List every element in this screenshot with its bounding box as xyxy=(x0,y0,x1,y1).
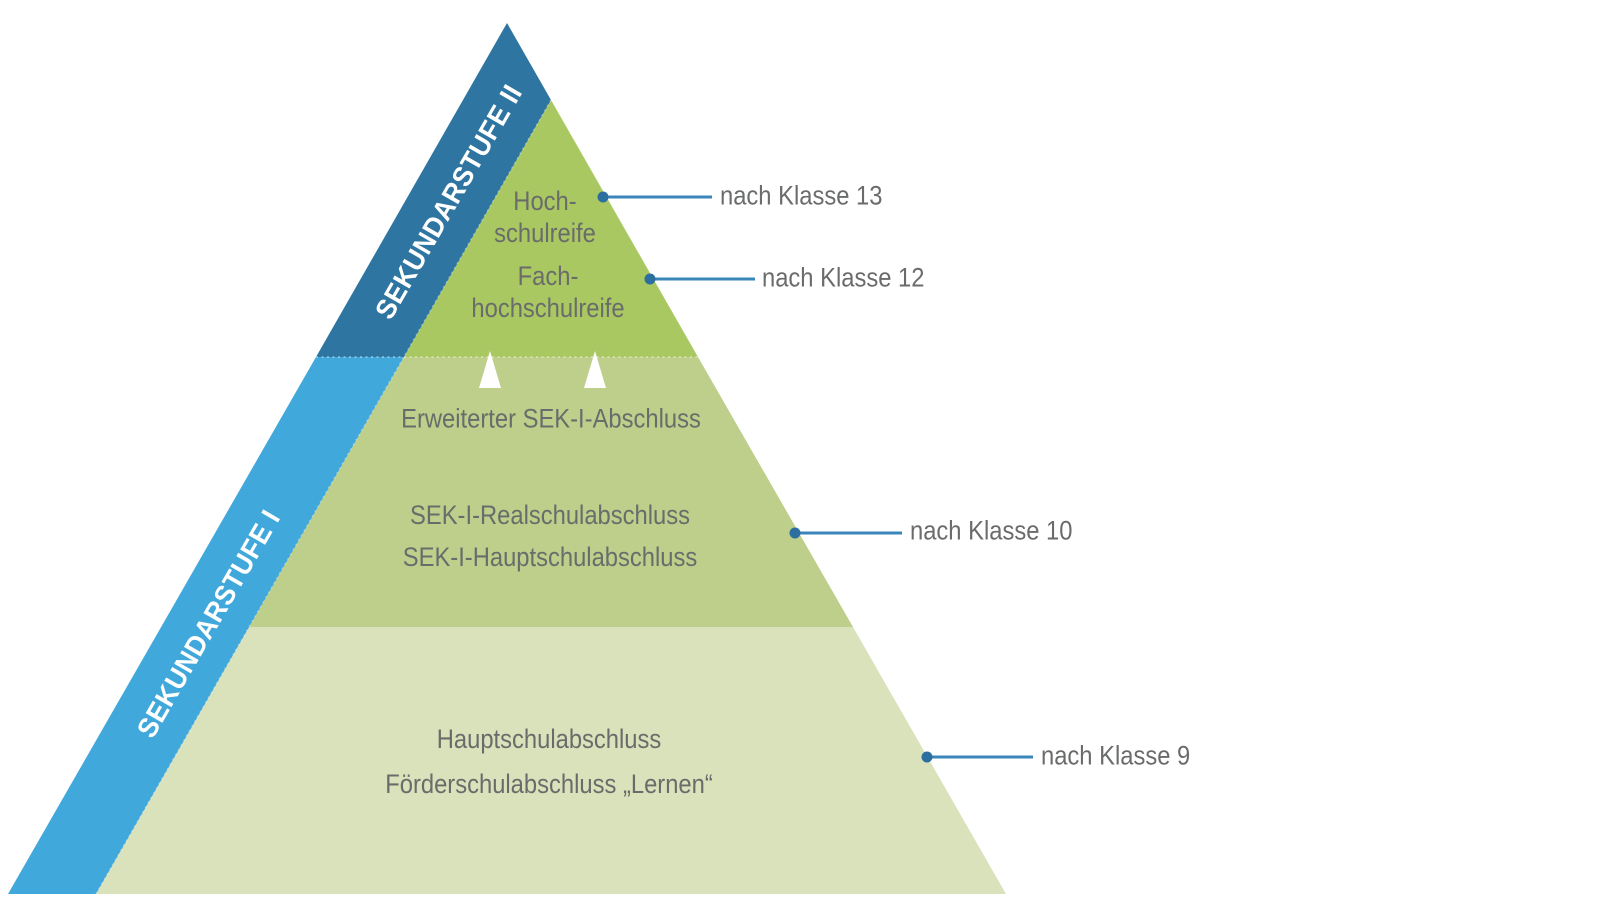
annotation-nach-klasse-12: nach Klasse 12 xyxy=(762,262,925,293)
qualification-fachhochschulreife: Fach- hochschulreife xyxy=(471,260,624,324)
qualification-line: Hauptschulabschluss xyxy=(436,724,662,754)
up-arrow-icon xyxy=(479,351,501,388)
qualification-line: SEK-I-Realschulabschluss xyxy=(410,500,690,530)
qualification-sek1-abschluesse: SEK-I-Realschulabschluss SEK-I-Hauptschu… xyxy=(403,494,697,578)
pyramid-section-bottom xyxy=(96,627,1006,894)
up-arrow-icon xyxy=(584,351,606,388)
connector-dot-icon xyxy=(597,191,609,203)
band-sekundarstufe-1 xyxy=(8,357,404,894)
qualification-line: schulreife xyxy=(494,218,596,248)
separator-dotted-diagonal xyxy=(95,99,552,895)
annotation-nach-klasse-13: nach Klasse 13 xyxy=(720,180,883,211)
qualification-hochschulreife: Hoch- schulreife xyxy=(494,185,596,249)
qualification-line: Fach- xyxy=(517,261,579,291)
pyramid-section-top xyxy=(404,100,698,357)
qualification-line: SEK-I-Hauptschulabschluss xyxy=(402,542,698,572)
qualification-line: hochschulreife xyxy=(471,293,625,323)
qualification-line: Förderschulabschluss „Lernen“ xyxy=(385,769,713,799)
annotation-nach-klasse-9: nach Klasse 9 xyxy=(1041,740,1191,771)
annotation-nach-klasse-10: nach Klasse 10 xyxy=(910,515,1073,546)
qualification-erweiterter-sek1-abschluss: Erweiterter SEK-I-Abschluss xyxy=(401,403,701,434)
connector-dot-icon xyxy=(789,527,801,539)
band-sekundarstufe-2 xyxy=(316,23,551,357)
pyramid-section-middle xyxy=(249,357,853,627)
connector-dot-icon xyxy=(921,751,933,763)
qualification-hauptschulabschluss-block: Hauptschulabschluss Förderschulabschluss… xyxy=(385,717,713,807)
connector-dot-icon xyxy=(644,273,656,285)
qualification-line: Hoch- xyxy=(513,186,577,216)
